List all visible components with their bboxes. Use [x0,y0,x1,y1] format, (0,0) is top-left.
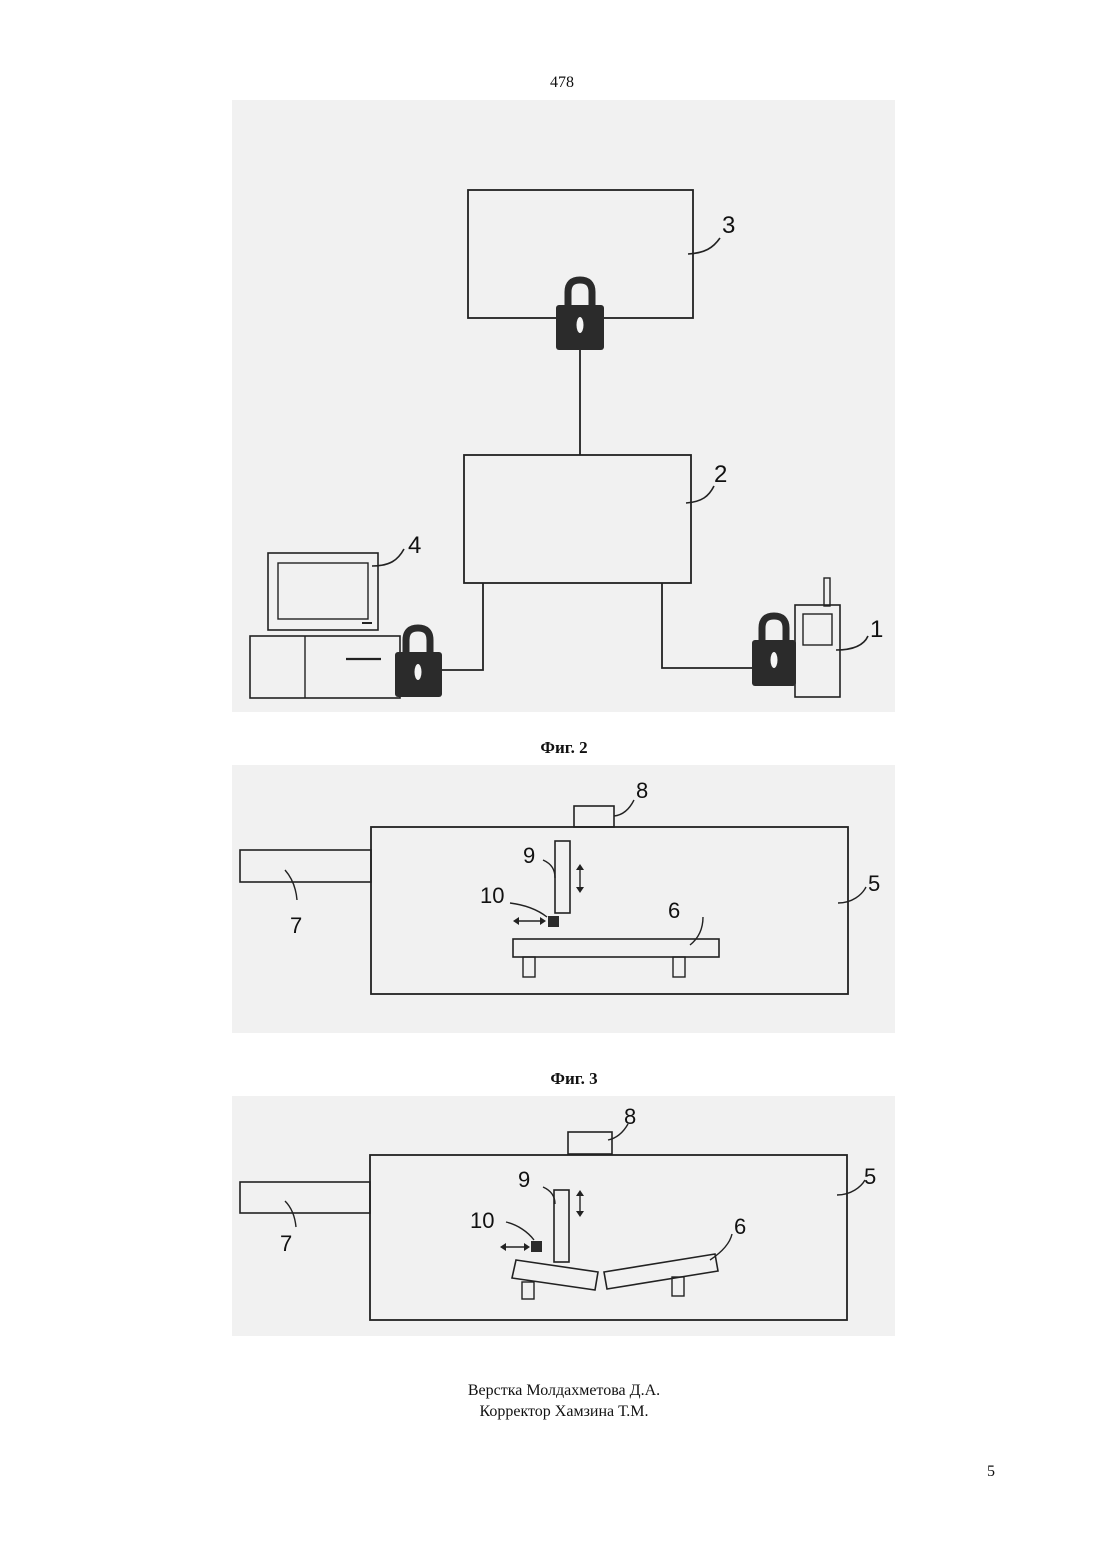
sensor [531,1241,542,1252]
loading-arm [240,850,371,882]
phone-lock-icon [752,616,796,686]
press-label: 9 [518,1167,530,1192]
phone-label: 1 [870,616,883,643]
arm-label: 7 [290,913,302,938]
table-left-half [512,1260,598,1290]
server-box [464,455,691,583]
layout-credit: Верстка Молдахметова Д.А. [0,1380,1100,1401]
chamber [371,827,848,994]
top-unit [574,806,614,827]
sensor-label: 10 [470,1208,494,1233]
storage-label: 3 [722,212,735,239]
sensor [548,916,559,927]
mobile-phone-icon [795,578,840,697]
table-label: 6 [668,898,680,923]
figure-2-diagram: 8 5 7 9 10 6 [0,770,1100,1030]
loading-arm [240,1182,370,1213]
top-unit-label: 8 [624,1104,636,1129]
chamber-label: 5 [868,871,880,896]
page-number: 5 [987,1463,995,1481]
press [555,841,570,913]
sensor-label: 10 [480,883,504,908]
figure-2-title: Фиг. 2 [0,738,1100,758]
proofreader-credit: Корректор Хамзина Т.М. [0,1401,1100,1422]
figure-3-title: Фиг. 3 [0,1069,1100,1089]
storage-box [468,190,693,318]
table [513,939,719,957]
computer-lock-icon [395,628,442,697]
table-label: 6 [734,1214,746,1239]
computer-label: 4 [408,532,421,559]
press [554,1190,569,1262]
credits: Верстка Молдахметова Д.А. Корректор Хамз… [0,1380,1100,1422]
storage-lock-icon [556,280,604,350]
chamber [370,1155,847,1320]
figure-1-diagram: 3 2 4 1 [0,0,1100,720]
server-label: 2 [714,461,727,488]
computer-icon [250,553,400,698]
arm-label: 7 [280,1231,292,1256]
chamber-label: 5 [864,1164,876,1189]
figure-3-diagram: 8 5 7 9 10 6 [0,1100,1100,1340]
top-unit-label: 8 [636,778,648,803]
table-right-half [604,1254,718,1289]
top-unit [568,1132,612,1154]
press-label: 9 [523,843,535,868]
